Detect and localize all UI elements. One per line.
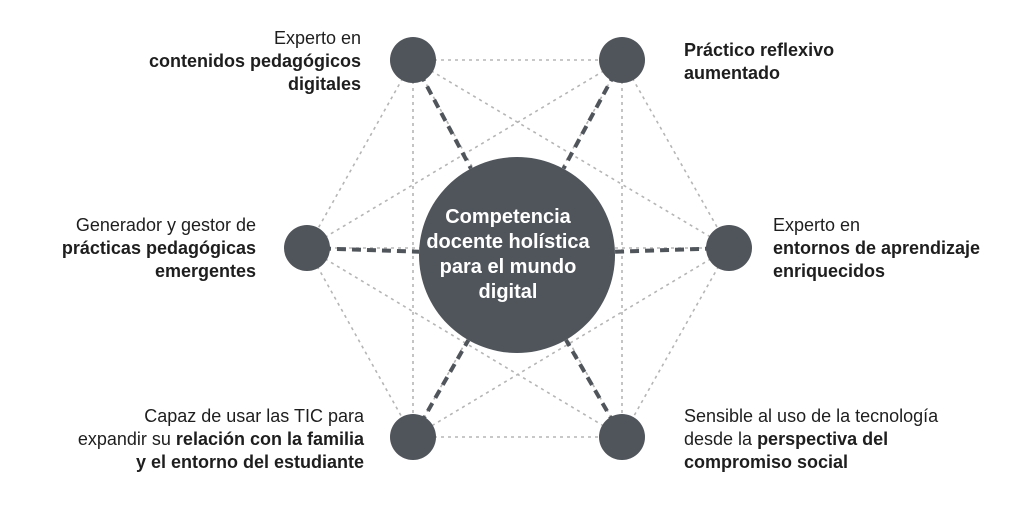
center-line-3: para el mundo — [439, 256, 577, 278]
center-label: Competencia docente holística para el mu… — [418, 205, 598, 305]
node-bottom-right — [599, 414, 645, 460]
label-line: Sensible al uso de la tecnología — [684, 406, 939, 426]
label-bottom-left: Capaz de usar las TIC para expandir su r… — [78, 405, 364, 474]
label-line: Experto en — [273, 28, 361, 48]
dotted-connection — [412, 59, 623, 438]
center-line-4: digital — [478, 281, 538, 303]
label-bottom-right: Sensible al uso de la tecnología desde l… — [684, 405, 938, 474]
label-line: contenidos pedagógicos — [148, 51, 361, 71]
dotted-connection — [306, 247, 414, 438]
label-line: entornos de aprendizaje — [773, 238, 981, 258]
label-line: Experto en — [773, 215, 861, 235]
label-line: Práctico reflexivo — [684, 40, 835, 60]
node-mid-right — [706, 225, 752, 271]
label-mid-right: Experto en entornos de aprendizaje enriq… — [773, 214, 980, 283]
dotted-connection — [621, 247, 730, 438]
outer-nodes — [284, 37, 752, 460]
node-mid-left — [284, 225, 330, 271]
label-mid-left: Generador y gestor de prácticas pedagógi… — [62, 214, 256, 283]
dotted-connection — [621, 59, 730, 249]
center-line-2: docente holística — [426, 231, 590, 253]
center-circle — [419, 157, 615, 353]
label-top-left: Experto en contenidos pedagógicos digita… — [149, 27, 361, 96]
label-line: expandir su relación con la familia — [77, 429, 364, 449]
dotted-connection — [412, 59, 623, 438]
node-top-right — [599, 37, 645, 83]
dotted-connection — [412, 247, 730, 438]
label-line: Capaz de usar las TIC para — [144, 406, 364, 426]
label-line: prácticas pedagógicas — [61, 238, 256, 258]
node-top-left — [390, 37, 436, 83]
label-line: emergentes — [154, 261, 256, 281]
node-bottom-left — [390, 414, 436, 460]
label-line: y el entorno del estudiante — [135, 452, 364, 472]
label-line: aumentado — [684, 63, 781, 83]
label-line: enriquecidos — [773, 261, 886, 281]
dotted-connection — [306, 59, 414, 249]
label-line: desde la perspectiva del — [684, 429, 889, 449]
center-line-1: Competencia — [445, 206, 571, 228]
label-line: digitales — [287, 74, 361, 94]
label-line: compromiso social — [684, 452, 849, 472]
label-top-right: Práctico reflexivo aumentado — [684, 39, 834, 85]
label-line: Generador y gestor de — [75, 215, 256, 235]
dotted-connection — [306, 247, 623, 438]
